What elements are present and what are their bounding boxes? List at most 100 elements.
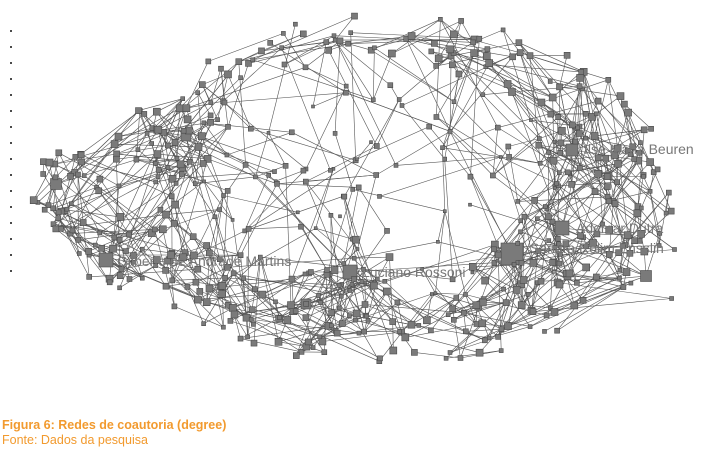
author-node [515,199,521,204]
coauthor-edge [518,42,551,82]
author-node [384,228,390,234]
coauthor-edge [233,273,253,310]
author-node [517,301,526,309]
author-node [277,315,282,321]
author-node [582,263,591,272]
coauthor-edge [365,291,388,316]
author-node [574,279,580,286]
author-node [537,277,545,285]
coauthor-edge [202,74,229,85]
coauthor-edge [405,323,477,338]
author-node [292,352,300,359]
coauthor-edge [440,19,487,57]
author-node [165,142,171,149]
author-node [111,234,118,241]
author-node [252,286,258,292]
author-node [449,276,456,283]
author-node [568,181,575,188]
author-node [162,282,170,290]
author-node [393,163,399,168]
author-node [554,327,560,334]
author-node [206,249,213,257]
coauthor-edge [232,219,247,318]
coauthor-edge [74,113,145,173]
author-node [372,45,377,51]
coauthor-edge [224,92,346,103]
coauthor-edge [376,131,451,176]
coauthor-edge [322,331,402,342]
coauthor-edge [260,257,279,342]
author-node [505,143,512,150]
coauthor-edge [206,301,320,338]
coauthor-edge [330,215,332,313]
coauthor-edge [334,15,355,41]
author-node [351,235,360,244]
coauthor-edge [357,174,377,250]
author-node [324,267,330,273]
coauthor-edge [250,128,356,161]
author-node [647,189,653,194]
author-node [298,349,305,355]
coauthor-edge [608,160,639,202]
coauthor-edge [561,201,610,229]
coauthor-edge [559,55,568,87]
author-node [248,317,254,322]
coauthor-edge [193,195,224,256]
author-node [640,126,648,134]
coauthor-edge [390,85,403,106]
isolated-node [10,78,12,80]
coauthor-edge [574,254,610,306]
coauthor-edge [118,110,139,137]
author-node [241,276,246,281]
isolated-node [10,110,12,112]
author-node [426,123,433,130]
coauthor-edge [436,116,563,229]
coauthor-edge [482,262,534,303]
coauthor-edge [354,256,390,259]
coauthor-edge [33,152,60,201]
author-node [229,304,237,312]
author-node [617,267,623,273]
author-node [562,240,570,247]
author-node [570,301,579,310]
author-node [481,276,489,285]
author-node [332,37,338,43]
author-node [67,173,74,180]
coauthor-edge [371,19,441,51]
author-node [328,168,333,173]
author-node [588,113,596,121]
author-node [221,324,226,330]
author-node [463,292,468,297]
coauthor-edge [503,288,531,327]
author-node [377,194,382,199]
author-node [552,186,557,190]
author-node [283,316,292,324]
author-node [628,152,633,157]
coauthor-edge [245,164,351,273]
coauthor-edge [209,252,224,328]
coauthor-edge [276,174,377,185]
author-node [272,169,277,174]
author-node [224,70,232,79]
coauthor-edge [315,227,353,240]
author-node [394,299,401,306]
author-node [603,173,611,180]
author-node [196,288,204,295]
author-node [631,156,638,162]
author-node [470,49,478,57]
author-node [140,275,145,281]
isolated-node [10,190,12,192]
coauthor-edge [185,135,246,166]
coauthor-edge [453,101,510,158]
author-node [450,316,457,323]
label-sandra: Sandra Rolim Ensslin [530,240,664,256]
author-node [558,252,563,257]
coauthor-edge [435,292,466,295]
author-node [258,290,267,299]
author-node [648,126,654,132]
hub-node [554,220,570,236]
coauthor-edge [80,110,140,155]
author-node [529,259,538,267]
coauthor-edge [583,71,619,164]
author-node [224,263,231,271]
